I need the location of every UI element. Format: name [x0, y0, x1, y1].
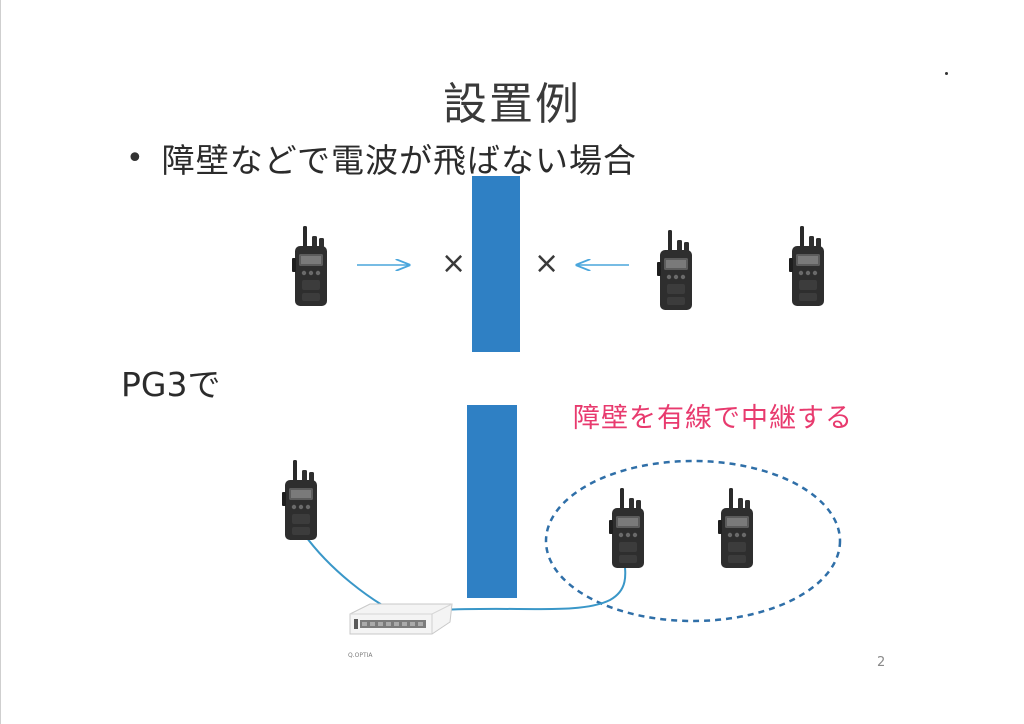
cable-router-to-relay-radio	[439, 557, 627, 611]
obstacle-wall-top	[472, 176, 520, 352]
walkie-talkie-icon	[282, 460, 317, 540]
obstacle-wall-bottom	[467, 405, 517, 598]
bullet-text: 障壁などで電波が飛ばない場合	[161, 141, 638, 180]
pg3-label: PG3で	[121, 365, 221, 404]
relay-annotation: 障壁を有線で中継する	[573, 403, 853, 434]
walkie-talkie-icon	[609, 488, 644, 568]
slide-title: 設置例	[443, 79, 581, 130]
page-number: 2	[877, 655, 886, 670]
relay-group-dashed-ellipse	[544, 459, 842, 623]
bullet-item: • 障壁などで電波が飛ばない場合	[126, 134, 637, 182]
scan-edge-line	[0, 0, 1, 724]
network-switch-icon	[349, 603, 453, 635]
router-brand-label: Q.OPTIA	[348, 652, 373, 659]
blocked-cross-icon-right: ×	[534, 246, 560, 281]
blocked-cross-icon-left: ×	[441, 246, 467, 281]
walkie-talkie-icon	[292, 226, 327, 306]
bullet-dot-icon: •	[126, 140, 144, 176]
walkie-talkie-icon	[789, 226, 824, 306]
walkie-talkie-icon	[718, 488, 753, 568]
scan-speck	[945, 72, 948, 75]
walkie-talkie-icon	[657, 230, 692, 310]
